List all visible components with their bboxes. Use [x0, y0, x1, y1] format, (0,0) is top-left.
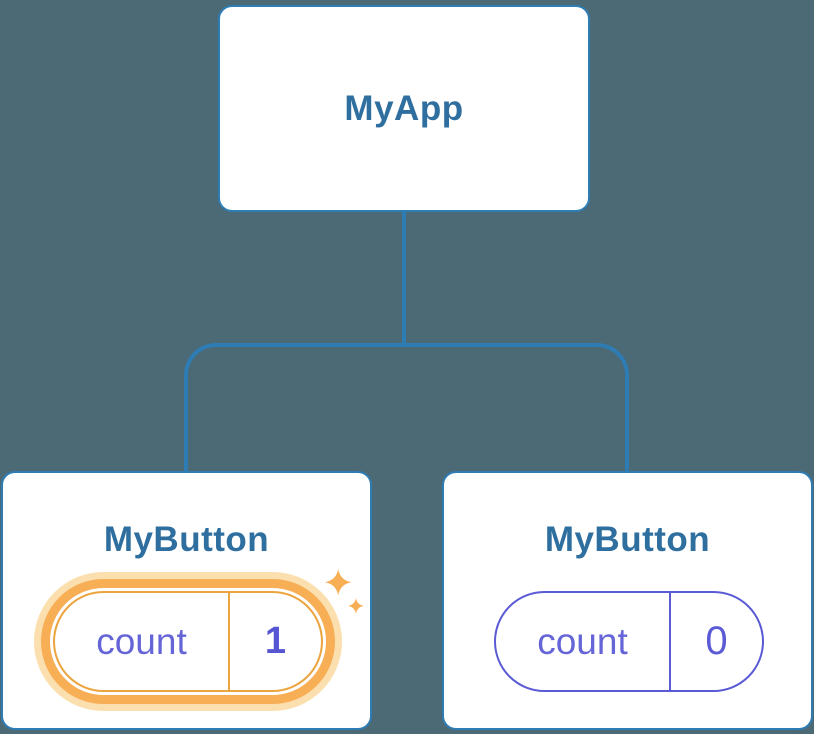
state-label: count: [55, 593, 230, 690]
state-value: 1: [264, 620, 287, 662]
state-label: count: [496, 593, 671, 690]
state-pill: count 1: [53, 591, 323, 692]
state-pill: count 0: [494, 591, 764, 692]
state-value: 0: [705, 619, 728, 663]
node-mybutton-2: MyButton count 0: [442, 471, 813, 730]
node-mybutton-2-title: MyButton: [544, 520, 711, 559]
node-myapp-title: MyApp: [344, 88, 464, 128]
node-myapp: MyApp: [218, 5, 590, 212]
node-mybutton-1-title: MyButton: [103, 520, 270, 559]
connector-root-stem: [402, 212, 406, 346]
state-pill-highlight-ring: count 1: [41, 579, 335, 704]
sparkle-icon: [325, 569, 364, 614]
connector-branch: [184, 343, 629, 472]
node-mybutton-1: MyButton count 1: [1, 471, 372, 730]
